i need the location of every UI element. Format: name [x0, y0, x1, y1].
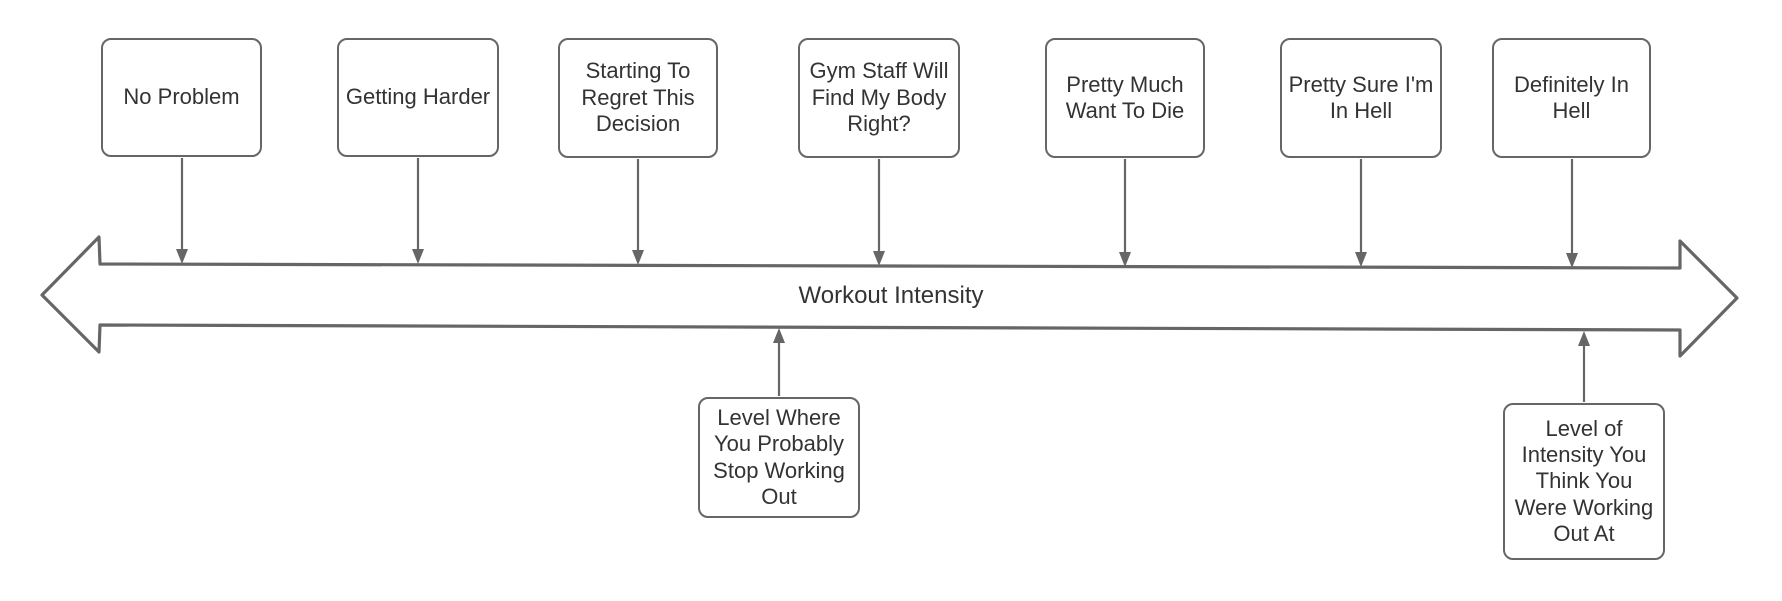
box-pretty-sure-hell: Pretty Sure I'm In Hell: [1280, 38, 1442, 158]
box-label: Starting To Regret This Decision: [581, 58, 695, 137]
connector-down-starting-to-regret: [632, 159, 644, 265]
axis-label: Workout Intensity: [798, 282, 984, 309]
box-label: Level Where You Probably Stop Working Ou…: [713, 404, 845, 509]
connector-up-stop-working-out: [773, 328, 785, 396]
connector-down-pretty-sure-hell: [1355, 159, 1367, 267]
box-no-problem: No Problem: [101, 38, 262, 157]
connector-up-think-working-out: [1578, 331, 1590, 402]
box-label: Pretty Sure I'm In Hell: [1288, 71, 1434, 123]
box-level-stop-working-out: Level Where You Probably Stop Working Ou…: [698, 397, 860, 518]
connector-down-definitely-hell: [1566, 159, 1578, 268]
box-label: Getting Harder: [345, 84, 491, 110]
box-starting-to-regret: Starting To Regret This Decision: [558, 38, 718, 158]
box-label: Definitely In Hell: [1514, 71, 1629, 123]
box-want-to-die: Pretty Much Want To Die: [1045, 38, 1205, 158]
box-label: Gym Staff Will Find My Body Right?: [809, 58, 949, 137]
box-gym-staff: Gym Staff Will Find My Body Right?: [798, 38, 960, 158]
intensity-axis-arrow: [40, 235, 1739, 358]
connector-down-want-to-die: [1119, 159, 1131, 267]
box-definitely-hell: Definitely In Hell: [1492, 38, 1651, 158]
connector-down-gym-staff: [873, 159, 885, 266]
box-label: No Problem: [123, 84, 240, 110]
box-label: Level of Intensity You Think You Were Wo…: [1514, 415, 1654, 547]
box-level-think-working-out: Level of Intensity You Think You Were Wo…: [1503, 403, 1665, 560]
box-label: Pretty Much Want To Die: [1065, 71, 1185, 123]
connector-down-getting-harder: [412, 158, 424, 264]
box-getting-harder: Getting Harder: [337, 38, 499, 157]
connector-down-no-problem: [176, 158, 188, 264]
